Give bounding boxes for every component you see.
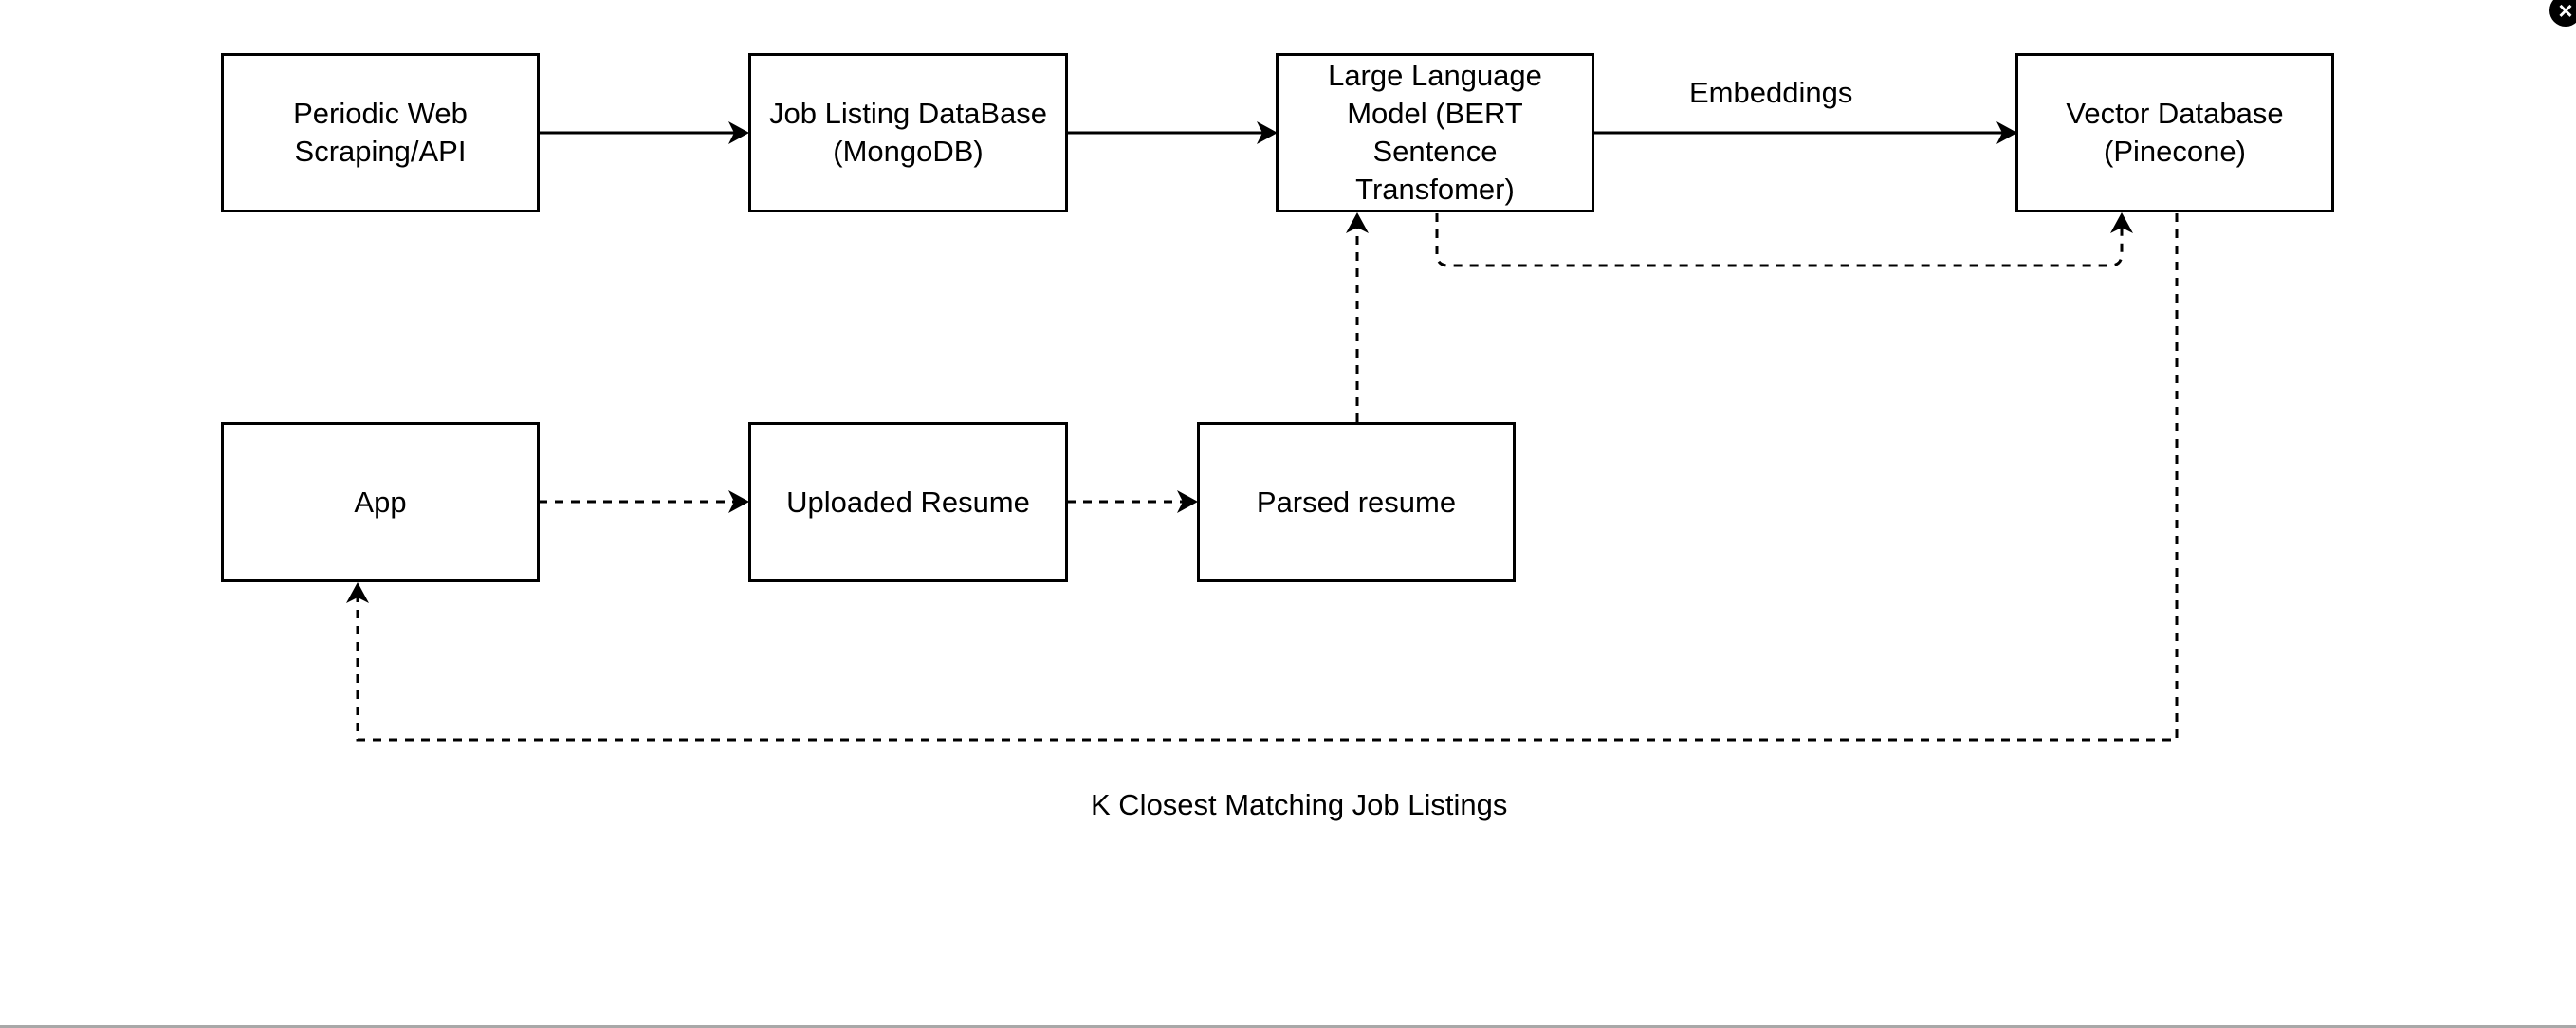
node-app: App — [221, 422, 540, 582]
node-large-language-model: Large Language Model (BERT Sentence Tran… — [1276, 53, 1594, 212]
arrowhead-vector-db-bottom — [2110, 212, 2133, 233]
arrowhead-vector-db-left — [1996, 121, 2017, 144]
arrowhead-app-bottom — [346, 582, 369, 603]
node-job-listing-database: Job Listing DataBase (MongoDB) — [748, 53, 1068, 212]
edge-llm-to-vector-db-dashed — [1435, 213, 2124, 267]
edge-label-k-closest-matching: K Closest Matching Job Listings — [1091, 788, 1508, 821]
node-periodic-web-scraping: Periodic Web Scraping/API — [221, 53, 540, 212]
node-vector-database: Vector Database (Pinecone) — [2015, 53, 2334, 212]
arrowhead-uploaded-resume — [728, 490, 749, 513]
arrowhead-llm-left — [1257, 121, 1278, 144]
node-uploaded-resume: Uploaded Resume — [748, 422, 1068, 582]
arrowhead-job-db — [728, 121, 749, 144]
close-icon[interactable]: × — [2549, 0, 2576, 27]
arrowhead-llm-bottom — [1346, 212, 1369, 233]
edge-label-embeddings: Embeddings — [1689, 76, 1853, 109]
node-parsed-resume: Parsed resume — [1197, 422, 1516, 582]
arrowhead-parsed-resume — [1177, 490, 1198, 513]
edge-vector-db-to-app — [356, 213, 2179, 742]
